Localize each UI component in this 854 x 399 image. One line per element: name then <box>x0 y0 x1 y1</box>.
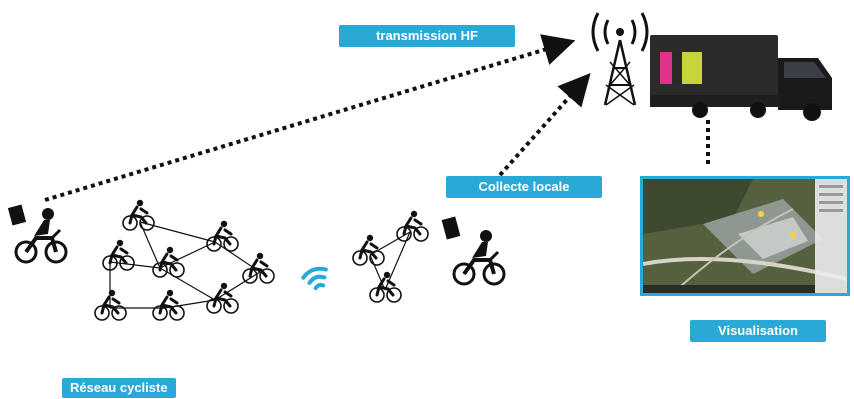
radio-antenna-icon <box>591 12 649 106</box>
wifi-signal-icon <box>301 266 328 291</box>
motorcycle-camera-icon-right <box>441 216 506 286</box>
satellite-map-screen <box>640 176 850 296</box>
cyclist-network-label: Réseau cycliste <box>62 378 176 398</box>
cyclist-network-links <box>109 221 411 309</box>
motorcycle-camera-icon-left <box>7 204 68 264</box>
visualisation-label: Visualisation <box>690 320 826 342</box>
local-collect-link <box>498 73 591 177</box>
cyclist-group-right <box>351 209 430 304</box>
transmission-hf-label: transmission HF <box>339 25 515 47</box>
broadcast-truck-icon <box>650 35 832 121</box>
hf-transmission-link <box>44 34 576 202</box>
local-collect-label: Collecte locale <box>446 176 602 198</box>
cyclist-network <box>93 198 276 322</box>
